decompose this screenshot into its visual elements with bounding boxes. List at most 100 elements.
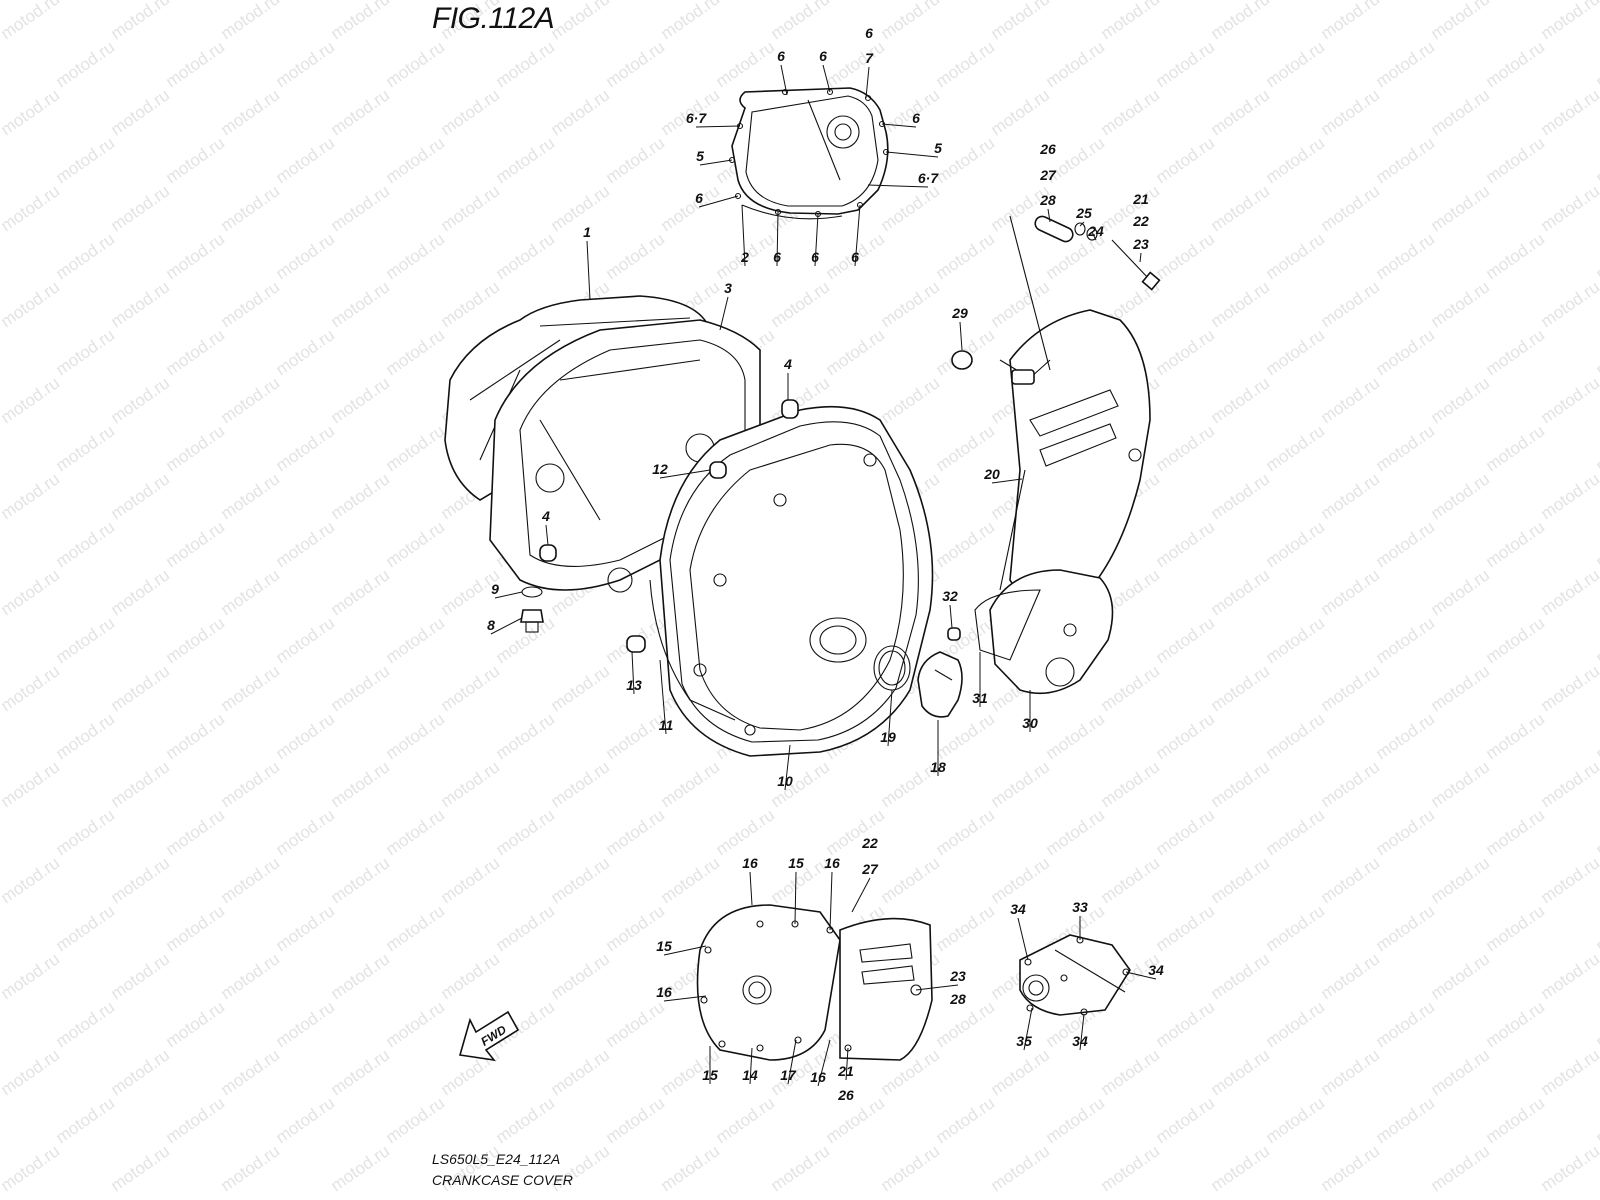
watermark-text: motod.ru (217, 277, 283, 331)
watermark-text: motod.ru (327, 853, 393, 907)
leader-line-c17 (1047, 208, 1051, 223)
watermark-text: motod.ru (217, 181, 283, 235)
leader-line-c12 (776, 211, 779, 267)
watermark-text: motod.ru (272, 805, 338, 859)
callout-c27: 12 (652, 461, 668, 477)
watermark-text: motod.ru (1317, 85, 1383, 139)
watermark-text: motod.ru (1207, 0, 1273, 43)
watermark-text: motod.ru (0, 181, 63, 235)
watermark-text: motod.ru (1537, 1045, 1600, 1099)
watermark-text: motod.ru (547, 0, 613, 43)
leader-line-c37 (887, 689, 893, 747)
leader-line-c45 (663, 945, 707, 956)
watermark-text: motod.ru (987, 757, 1053, 811)
watermark-text: motod.ru (217, 565, 283, 619)
watermark-text: motod.ru (0, 949, 63, 1003)
leader-line-c53 (845, 1047, 849, 1081)
watermark-text: motod.ru (547, 853, 613, 907)
watermark-text: motod.ru (1207, 181, 1273, 235)
callout-c42: 16 (742, 855, 758, 871)
watermark-text: motod.ru (1592, 133, 1600, 187)
watermark-text: motod.ru (1042, 37, 1108, 91)
watermark-text: motod.ru (1042, 709, 1108, 763)
leader-line-c1 (780, 64, 788, 96)
callout-c36: 30 (1022, 715, 1038, 731)
watermark-text: motod.ru (1427, 757, 1493, 811)
watermark-text: motod.ru (602, 805, 668, 859)
leader-line-c46 (663, 995, 707, 1002)
plug-oring-drawing (873, 645, 963, 718)
leader-line-c13 (814, 213, 819, 267)
watermark-text: motod.ru (217, 853, 283, 907)
callout-c49: 15 (702, 1067, 718, 1083)
watermark-text: motod.ru (162, 325, 228, 379)
watermark-text: motod.ru (0, 469, 63, 523)
callout-c25: 29 (951, 305, 968, 321)
leader-line-c51 (787, 1039, 797, 1085)
watermark-text: motod.ru (107, 1141, 173, 1195)
watermark-text: motod.ru (327, 373, 393, 427)
watermark-text: motod.ru (1042, 805, 1108, 859)
watermark-text: motod.ru (1262, 421, 1328, 475)
watermark-text: motod.ru (1592, 901, 1600, 955)
watermark-text: motod.ru (327, 565, 393, 619)
watermark-text: motod.ru (327, 1045, 393, 1099)
leader-line-c59 (1079, 1013, 1085, 1051)
callout-c1: 6 (777, 48, 785, 64)
watermark-text: motod.ru (52, 709, 118, 763)
leader-line-c14 (854, 204, 861, 267)
watermark-text: motod.ru (1097, 1141, 1163, 1195)
watermark-text: motod.ru (327, 469, 393, 523)
watermark-text: motod.ru (1482, 901, 1548, 955)
leader-line-c22 (1139, 252, 1142, 263)
watermark-text: motod.ru (437, 277, 503, 331)
watermark-text: motod.ru (107, 181, 173, 235)
leader-line-c33 (631, 651, 635, 695)
watermark-text: motod.ru (1317, 0, 1383, 43)
leader-line-c10 (698, 195, 739, 208)
watermark-text: motod.ru (272, 37, 338, 91)
watermark-text: motod.ru (987, 0, 1053, 43)
leader-line-c30 (494, 591, 523, 599)
sprocket-cover-drawing (999, 215, 1151, 613)
watermark-text: motod.ru (52, 613, 118, 667)
watermark-text: motod.ru (657, 853, 723, 907)
watermark-text: motod.ru (1317, 373, 1383, 427)
watermark-text: motod.ru (492, 709, 558, 763)
watermark-text: motod.ru (1482, 37, 1548, 91)
watermark-text: motod.ru (492, 133, 558, 187)
watermark-text: motod.ru (162, 805, 228, 859)
callout-c9: 6·7 (918, 170, 939, 186)
watermark-text: motod.ru (1317, 565, 1383, 619)
figure-title: FIG.112A (432, 2, 555, 35)
watermark-text: motod.ru (217, 949, 283, 1003)
watermark-text: motod.ru (162, 997, 228, 1051)
watermark-text: motod.ru (1262, 805, 1328, 859)
watermark-text: motod.ru (52, 229, 118, 283)
leader-line-c42 (749, 871, 753, 906)
watermark-text: motod.ru (1152, 421, 1218, 475)
watermark-text: motod.ru (1207, 85, 1273, 139)
watermark-text: motod.ru (1262, 1093, 1328, 1147)
watermark-text: motod.ru (272, 325, 338, 379)
watermark-text: motod.ru (107, 757, 173, 811)
leader-line-c44 (829, 871, 833, 931)
leader-line-c32 (949, 604, 953, 629)
watermark-text: motod.ru (932, 517, 998, 571)
watermark-text: motod.ru (1427, 661, 1493, 715)
leader-lines (490, 64, 1157, 1087)
leader-line-c18 (1079, 221, 1085, 227)
watermark-text: motod.ru (1482, 709, 1548, 763)
watermark-text: motod.ru (382, 613, 448, 667)
watermark-text: motod.ru (657, 181, 723, 235)
watermark-text: motod.ru (1317, 469, 1383, 523)
watermark-text: motod.ru (1592, 613, 1600, 667)
leader-line-c31 (490, 617, 523, 635)
watermark-text: motod.ru (1317, 757, 1383, 811)
watermark-text: motod.ru (107, 565, 173, 619)
watermark-text: motod.ru (1262, 901, 1328, 955)
watermark-text: motod.ru (1372, 901, 1438, 955)
small-cover-33-drawing (1019, 934, 1131, 1016)
watermark-text: motod.ru (1427, 85, 1493, 139)
watermark-text: motod.ru (217, 85, 283, 139)
